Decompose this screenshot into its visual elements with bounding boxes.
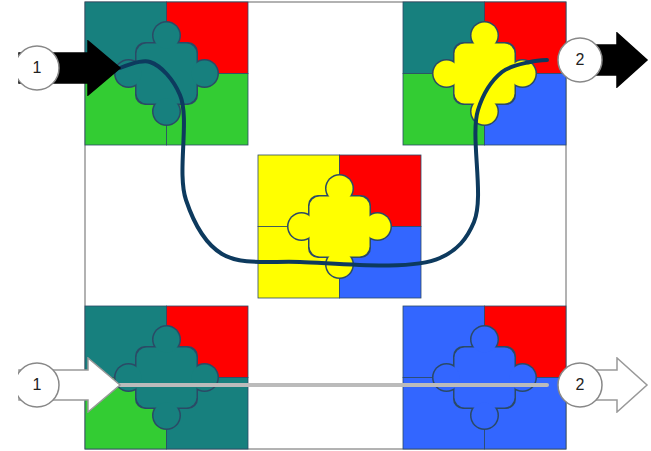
piece-knob	[327, 176, 353, 202]
frame	[85, 2, 566, 449]
puzzle-square	[258, 155, 421, 298]
puzzle-square	[403, 306, 566, 449]
piece-knob	[472, 23, 498, 49]
number-circle	[18, 363, 59, 407]
piece-knob	[154, 23, 180, 49]
piece-knob	[192, 61, 218, 87]
piece-body	[308, 195, 371, 258]
piece-body	[137, 348, 197, 408]
arrow-shape	[545, 32, 649, 88]
piece-knob	[289, 214, 315, 240]
numbered-arrow: 1	[18, 40, 122, 96]
callout-number: 1	[20, 368, 54, 402]
piece-knob	[472, 327, 498, 353]
piece-body	[453, 346, 516, 409]
piece-outline	[432, 325, 537, 430]
piece-knob	[154, 99, 180, 125]
piece-outline	[432, 21, 537, 126]
puzzle-piece	[116, 327, 218, 429]
callout-number: 2	[563, 368, 597, 402]
puzzle-piece	[434, 327, 536, 429]
callout-number: 1	[20, 51, 54, 85]
numbered-arrow: 2	[545, 357, 649, 413]
flow-curve	[120, 60, 547, 266]
piece-knob	[365, 214, 391, 240]
callout-number: 2	[563, 43, 597, 77]
piece-body	[135, 346, 198, 409]
piece-knob	[434, 61, 460, 87]
flow-line	[120, 383, 547, 387]
piece-body	[310, 197, 370, 257]
arrow-shape	[545, 357, 649, 413]
numbered-arrow: 2	[545, 32, 649, 88]
puzzle-piece	[434, 23, 536, 125]
piece-knob	[154, 327, 180, 353]
number-circle	[558, 363, 602, 407]
numbered-arrow: 1	[18, 357, 122, 413]
puzzle-square	[403, 2, 566, 145]
piece-knob	[154, 403, 180, 429]
piece-outline	[114, 325, 219, 430]
piece-knob	[472, 403, 498, 429]
number-circle	[18, 46, 59, 90]
number-circle	[558, 38, 602, 82]
piece-body	[455, 348, 515, 408]
